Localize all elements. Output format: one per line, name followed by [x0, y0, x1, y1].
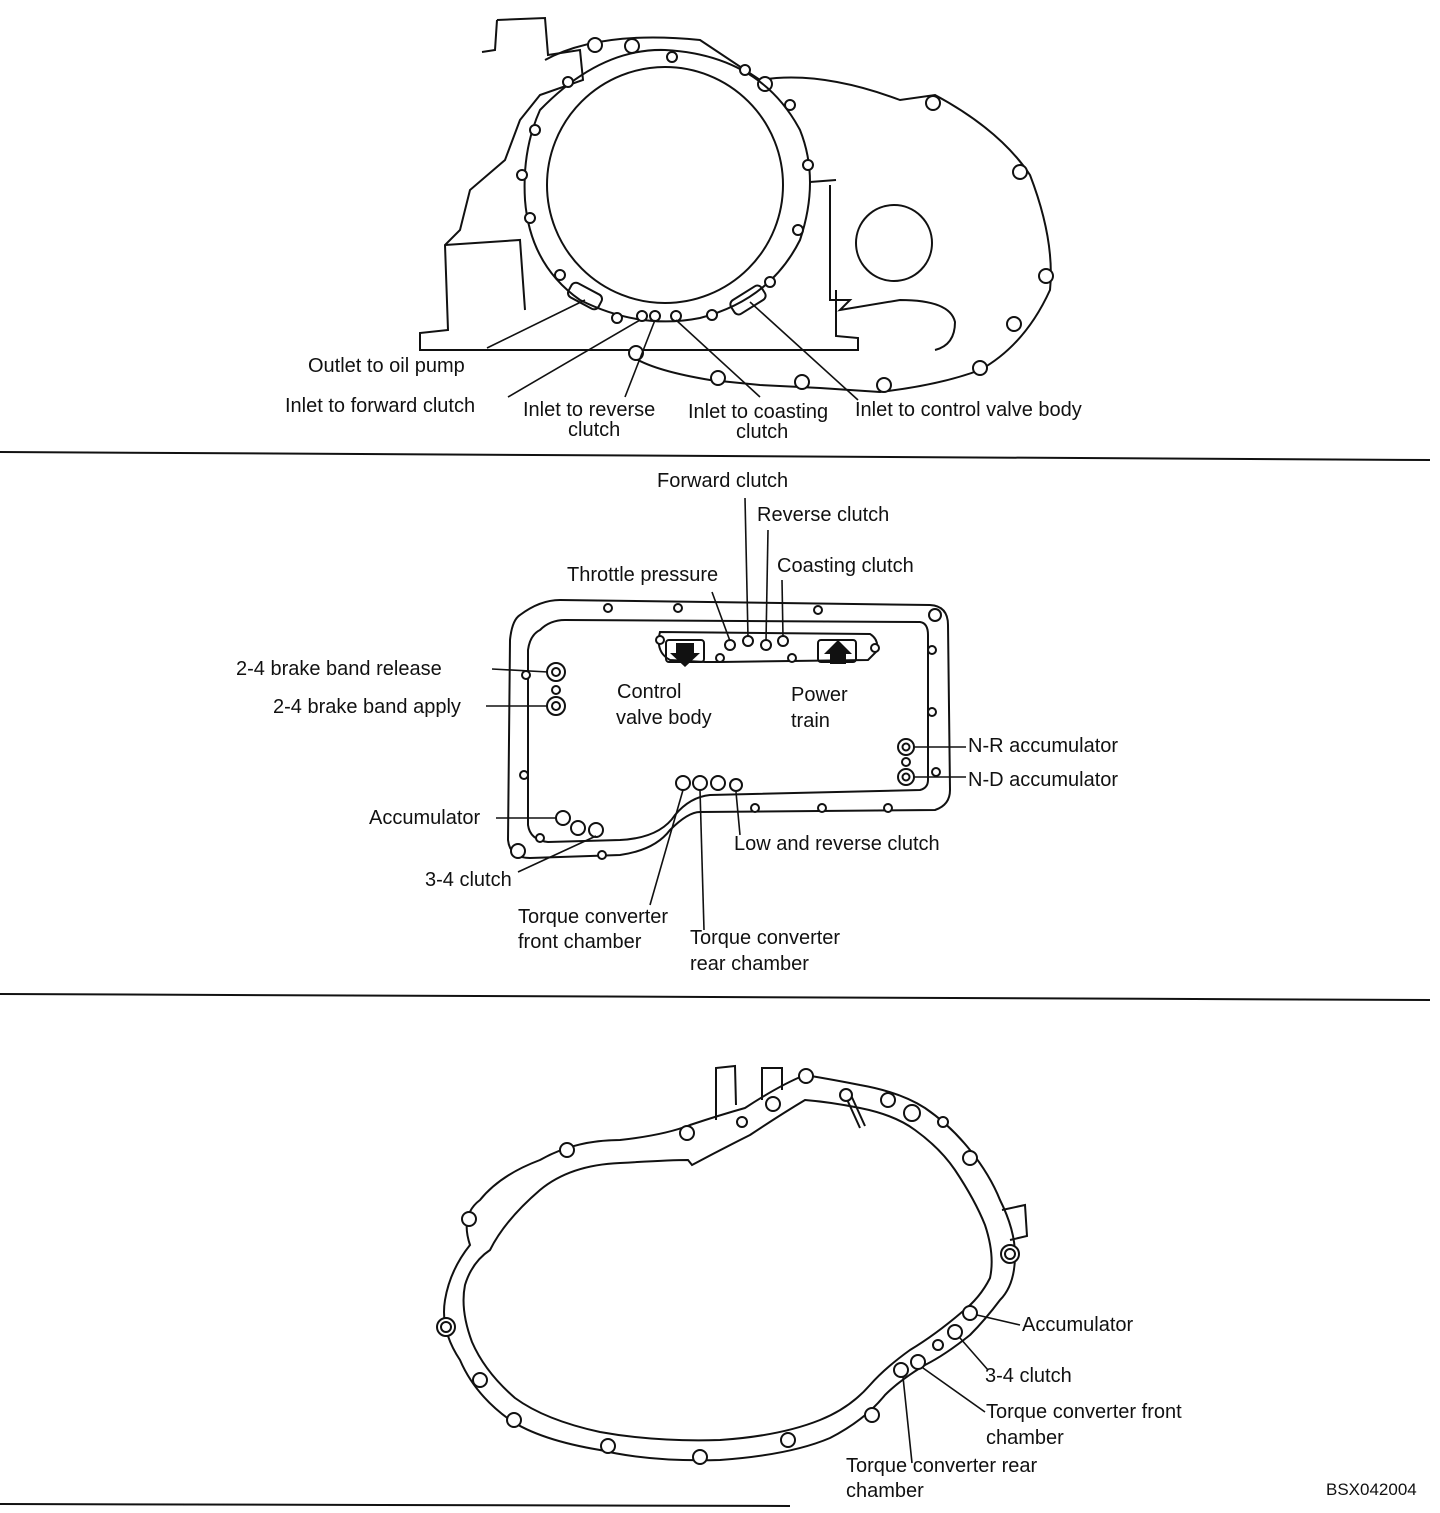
label-torque-converter-rear-line1: Torque converter [690, 927, 840, 949]
label-forward-clutch: Forward clutch [657, 470, 788, 492]
middle-labels: Forward clutch Reverse clutch Coasting c… [236, 470, 1118, 975]
bottom-leader-lines [902, 1314, 1021, 1464]
label-inlet-control-valve-body: Inlet to control valve body [855, 399, 1082, 421]
label-throttle-pressure: Throttle pressure [567, 564, 718, 586]
label-2-4-brake-band-release: 2-4 brake band release [236, 658, 442, 680]
label-inlet-reverse-clutch-line1: Inlet to reverse [523, 399, 655, 421]
top-labels: Outlet to oil pump Inlet to forward clut… [285, 355, 1082, 443]
label-control-valve-body-line2: valve body [616, 707, 712, 729]
label-torque-converter-front-line2: front chamber [518, 931, 642, 953]
label-coasting-clutch: Coasting clutch [777, 555, 914, 577]
label-power-train-line1: Power [791, 684, 848, 706]
figure-code: BSX042004 [1326, 1480, 1417, 1499]
label-reverse-clutch: Reverse clutch [757, 504, 889, 526]
label-torque-converter-rear-line2: rear chamber [690, 953, 809, 975]
label-accumulator-case: Accumulator [1022, 1314, 1133, 1336]
label-torque-converter-front-case-line1: Torque converter front [986, 1401, 1182, 1423]
transaxle-case-gasket-drawing [436, 1064, 1029, 1465]
label-n-r-accumulator: N-R accumulator [968, 735, 1118, 757]
label-outlet-oil-pump: Outlet to oil pump [308, 355, 465, 377]
label-inlet-coasting-clutch-line2: clutch [736, 421, 788, 443]
label-torque-converter-front-line1: Torque converter [518, 906, 668, 928]
top-leader-lines [486, 299, 859, 401]
label-accumulator: Accumulator [369, 807, 480, 829]
bottom-labels: Accumulator 3-4 clutch Torque converter … [846, 1314, 1182, 1502]
label-power-train-line2: train [791, 710, 830, 732]
label-torque-converter-rear-case-line2: chamber [846, 1480, 924, 1502]
label-low-and-reverse-clutch: Low and reverse clutch [734, 833, 940, 855]
label-n-d-accumulator: N-D accumulator [968, 769, 1118, 791]
label-inlet-forward-clutch: Inlet to forward clutch [285, 395, 475, 417]
converter-housing-drawing [419, 16, 1054, 394]
label-inlet-coasting-clutch-line1: Inlet to coasting [688, 401, 828, 423]
label-2-4-brake-band-apply: 2-4 brake band apply [273, 696, 461, 718]
label-torque-converter-rear-case-line1: Torque converter rear [846, 1455, 1038, 1477]
middle-leader-lines [486, 497, 966, 931]
label-3-4-clutch-case: 3-4 clutch [985, 1365, 1072, 1387]
section-dividers [0, 451, 1431, 1507]
label-torque-converter-front-case-line2: chamber [986, 1427, 1064, 1449]
label-3-4-clutch: 3-4 clutch [425, 869, 512, 891]
label-control-valve-body-line1: Control [617, 681, 681, 703]
label-inlet-reverse-clutch-line2: clutch [568, 419, 620, 441]
oil-passage-gasket-drawing [506, 598, 952, 860]
